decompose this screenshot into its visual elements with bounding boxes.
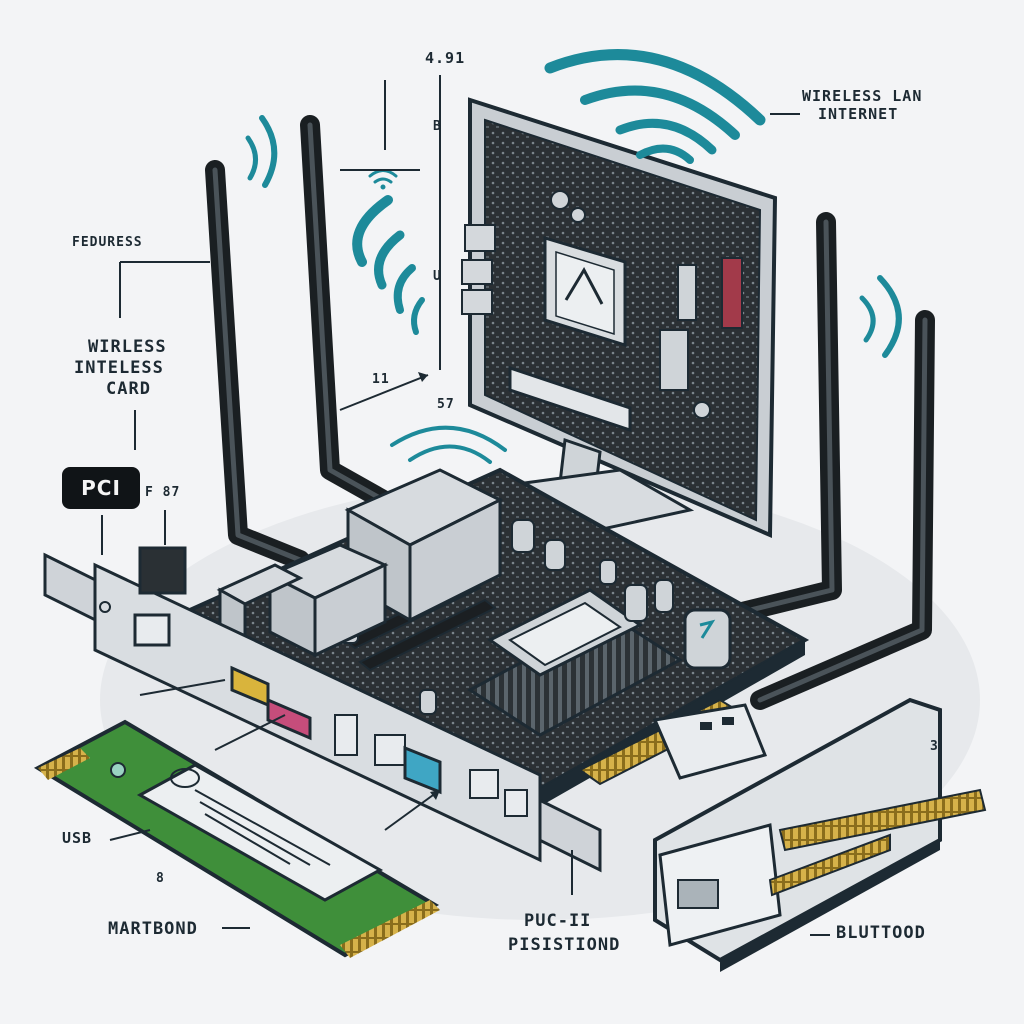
top-number-label: 4.91 [425,49,466,67]
antenna-right-2 [750,310,935,710]
leader-lines [101,75,830,936]
martbond-label: MARTBOND [108,919,198,939]
internet-label: INTERNET [818,105,899,123]
side-3-label: 3 [930,739,939,754]
axis-u-label: U [433,269,442,284]
bluetooth-module [653,697,987,972]
pci-side-label: F 87 [145,485,181,500]
wifi-signal-icon [544,49,766,164]
wifi-signal-antenna-left-icon [245,115,278,188]
bluetood-label: BLUTTOOD [836,923,926,943]
card-label-line2: INTELESS [74,358,164,378]
antenna-left-1 [205,160,310,570]
wifi-signal-left-icon [352,195,425,335]
puc-label-line1: PUC-II [524,911,592,931]
puc-label-line2: PISISTIOND [508,935,621,955]
wifi-signal-small-icon [368,169,398,190]
card-label-line1: WIRLESS [88,337,167,357]
pci-wireless-card [185,467,810,815]
feduress-label: FEDURESS [72,235,143,250]
marker-8-label: 8 [156,871,165,886]
number-57-label: 57 [437,397,455,412]
m2-card [33,719,440,958]
card-label-line3: CARD [106,379,151,399]
wireless-lan-label: WIRELESS LAN [802,87,923,105]
antenna-left-2 [300,115,420,525]
wifi-signal-antenna-right-icon [859,275,902,358]
pci-badge: PCI [62,467,140,509]
wifi-signal-mid-icon [390,425,507,464]
usb-label: USB [62,829,93,847]
monitor [461,97,778,539]
pci-bracket [43,546,602,873]
number-11-label: 11 [372,372,390,387]
antenna-right-1 [720,212,842,625]
axis-b-label: B [433,119,442,134]
usb-adapter [652,703,768,780]
